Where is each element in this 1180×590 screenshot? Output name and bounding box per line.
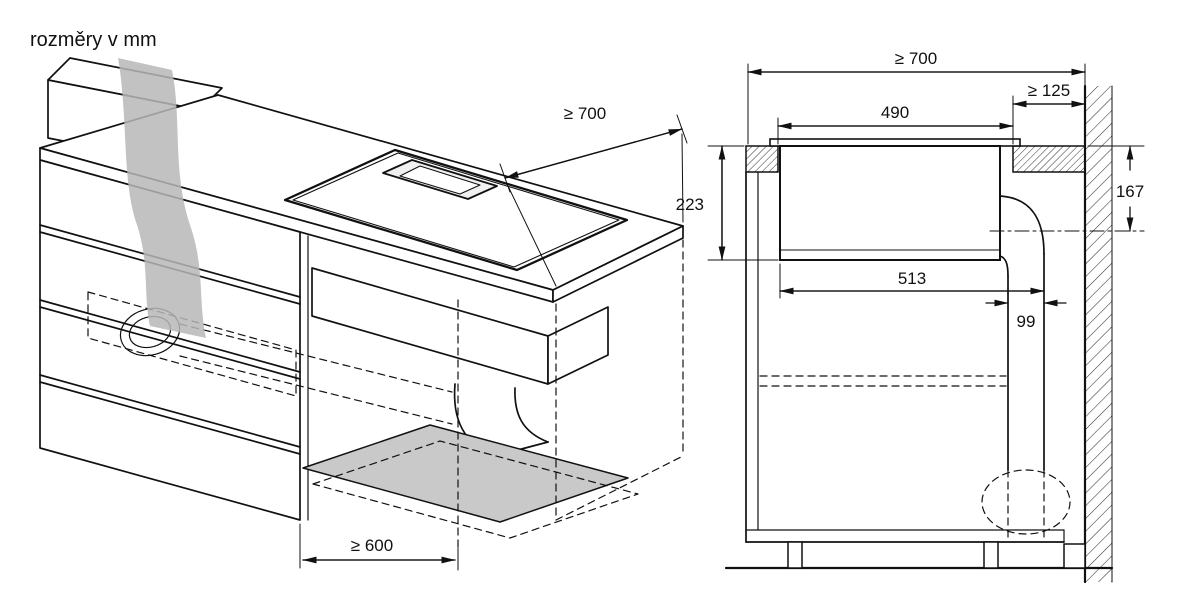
hob-body <box>779 145 1001 261</box>
hidden-edges-dashed <box>457 239 684 549</box>
hob-top <box>283 148 629 272</box>
countertop-section <box>745 145 1086 173</box>
duct-elbow-outer <box>999 195 1045 255</box>
dim-total-depth: ≥ 700 <box>747 49 1086 145</box>
dim-cabinet-width-label: ≥ 600 <box>351 536 393 555</box>
dim-duct-width: 99 <box>985 299 1067 331</box>
cabinet-section <box>745 171 1086 569</box>
dim-duct-width-label: 99 <box>1017 312 1036 331</box>
air-flow-ribbon <box>118 58 206 338</box>
countertop-end-edge <box>552 225 684 303</box>
dim-counter-depth: ≥ 700 <box>499 104 688 287</box>
dim-installation-depth-label: 223 <box>676 195 704 214</box>
plinth-outlet-dashed <box>981 469 1071 535</box>
dim-rear-clearance: ≥ 125 <box>1012 81 1086 145</box>
diagram-title: rozměry v mm <box>30 29 157 51</box>
shelf-dashed <box>759 375 1007 387</box>
dim-rear-clearance-label: ≥ 125 <box>1028 81 1070 100</box>
dim-appliance-depth-label: 513 <box>898 269 926 288</box>
wall <box>1083 84 1113 584</box>
dim-installation-depth: 223 <box>676 145 779 261</box>
dim-cutout-width: 490 <box>777 103 1014 145</box>
dim-cutout-width-label: 490 <box>881 103 909 122</box>
base-panel <box>302 424 639 539</box>
exhaust-duct <box>981 195 1145 541</box>
hob-under-counter-body <box>311 267 609 385</box>
cross-section-view: ≥ 700 ≥ 125 490 223 1 <box>676 49 1145 584</box>
dim-appliance-depth: 513 <box>779 263 1045 299</box>
hob-flange <box>769 138 1021 147</box>
dim-total-depth-label: ≥ 700 <box>895 49 937 68</box>
dim-counter-depth-label: ≥ 700 <box>564 104 606 123</box>
cabinet-leg <box>983 541 999 569</box>
hob-section <box>769 138 1021 261</box>
cabinet-leg <box>787 541 803 569</box>
dim-cabinet-width: ≥ 600 <box>299 523 459 571</box>
dim-duct-axis-height-label: 167 <box>1116 182 1144 201</box>
extraction-vent <box>382 159 498 200</box>
duct-elbow-inner <box>999 255 1009 277</box>
wall-plinth <box>1063 543 1086 569</box>
isometric-view: ≥ 700 ≥ 600 <box>39 57 688 571</box>
base-cabinet <box>39 159 309 521</box>
dim-duct-axis-height: 167 <box>1087 145 1145 232</box>
